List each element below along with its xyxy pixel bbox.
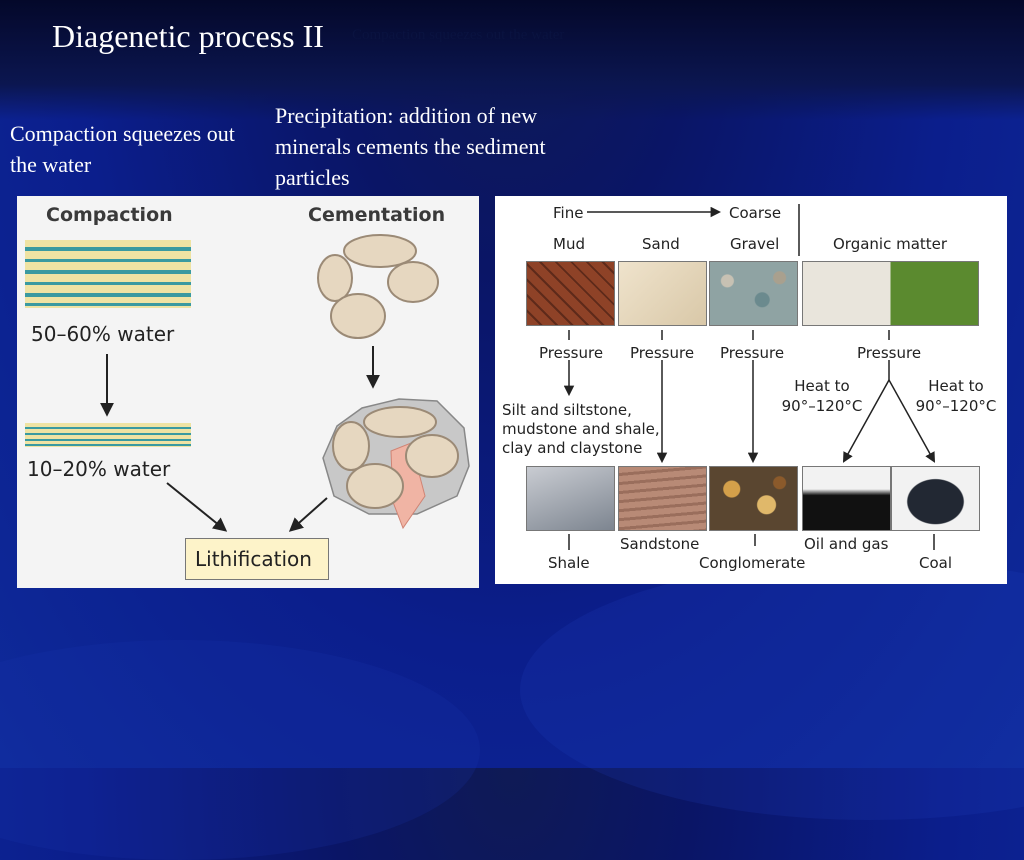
heat-label-oil: Heat to 90°–120°C — [781, 377, 863, 415]
gravel-photo — [709, 261, 798, 326]
rock-label-coal: Coal — [919, 554, 953, 572]
background-wave — [520, 560, 1024, 820]
organic-matter-photo — [802, 261, 979, 326]
sand-photo — [618, 261, 707, 326]
mud-photo — [526, 261, 615, 326]
silt-note: Silt and siltstone, mudstone and shale, … — [502, 401, 660, 457]
sandstone-photo — [618, 466, 707, 531]
slide-title: Diagenetic process II — [52, 18, 324, 54]
shale-photo — [526, 466, 615, 531]
loose-sediment-layers — [25, 240, 191, 308]
pressure-label-organic: Pressure — [857, 344, 922, 362]
rock-label-conglomerate: Conglomerate — [699, 554, 806, 572]
compaction-header: Compaction — [46, 204, 173, 226]
coarse-label: Coarse — [729, 204, 782, 222]
water-before-label: 50–60% water — [31, 322, 175, 346]
pressure-label-gravel: Pressure — [720, 344, 785, 362]
pressure-label-mud: Pressure — [539, 344, 604, 362]
water-after-label: 10–20% water — [27, 457, 171, 481]
rock-label-oil-gas: Oil and gas — [804, 535, 889, 553]
cemented-grains — [322, 398, 470, 530]
sediment-label-mud: Mud — [553, 235, 585, 253]
background-wave — [0, 640, 480, 860]
sediment-label-sand: Sand — [642, 235, 680, 253]
pressure-label-sand: Pressure — [630, 344, 695, 362]
precipitation-label: Precipitation: addition of new minerals … — [275, 103, 546, 190]
compaction-cementation-panel: Compaction Cementation — [17, 196, 479, 588]
lithification-box — [185, 538, 329, 580]
compaction-label: Compaction squeezes out the water — [10, 121, 235, 177]
heat-label-coal: Heat to 90°–120°C — [915, 377, 997, 415]
lithification-label: Lithification — [195, 547, 312, 571]
title-band — [0, 0, 1024, 120]
sediment-label-gravel: Gravel — [730, 235, 780, 253]
sediment-label-organic: Organic matter — [833, 235, 948, 253]
sediment-rock-arrows — [563, 204, 936, 550]
sediment-to-rock-panel: Fine Coarse Mud Sand Gravel Organic matt… — [495, 196, 1007, 584]
fine-label: Fine — [553, 204, 584, 222]
cementation-header: Cementation — [308, 204, 446, 226]
conglomerate-photo — [709, 466, 798, 531]
rock-label-shale: Shale — [548, 554, 590, 572]
rock-label-sandstone: Sandstone — [620, 535, 700, 553]
compacted-sediment-layers — [25, 423, 191, 447]
oil-and-gas-photo — [802, 466, 891, 531]
slide-subtitle: Compaction squeezes out the water — [352, 27, 565, 43]
coal-photo — [891, 466, 980, 531]
compaction-diagram — [25, 234, 470, 532]
loose-grains — [317, 234, 439, 339]
